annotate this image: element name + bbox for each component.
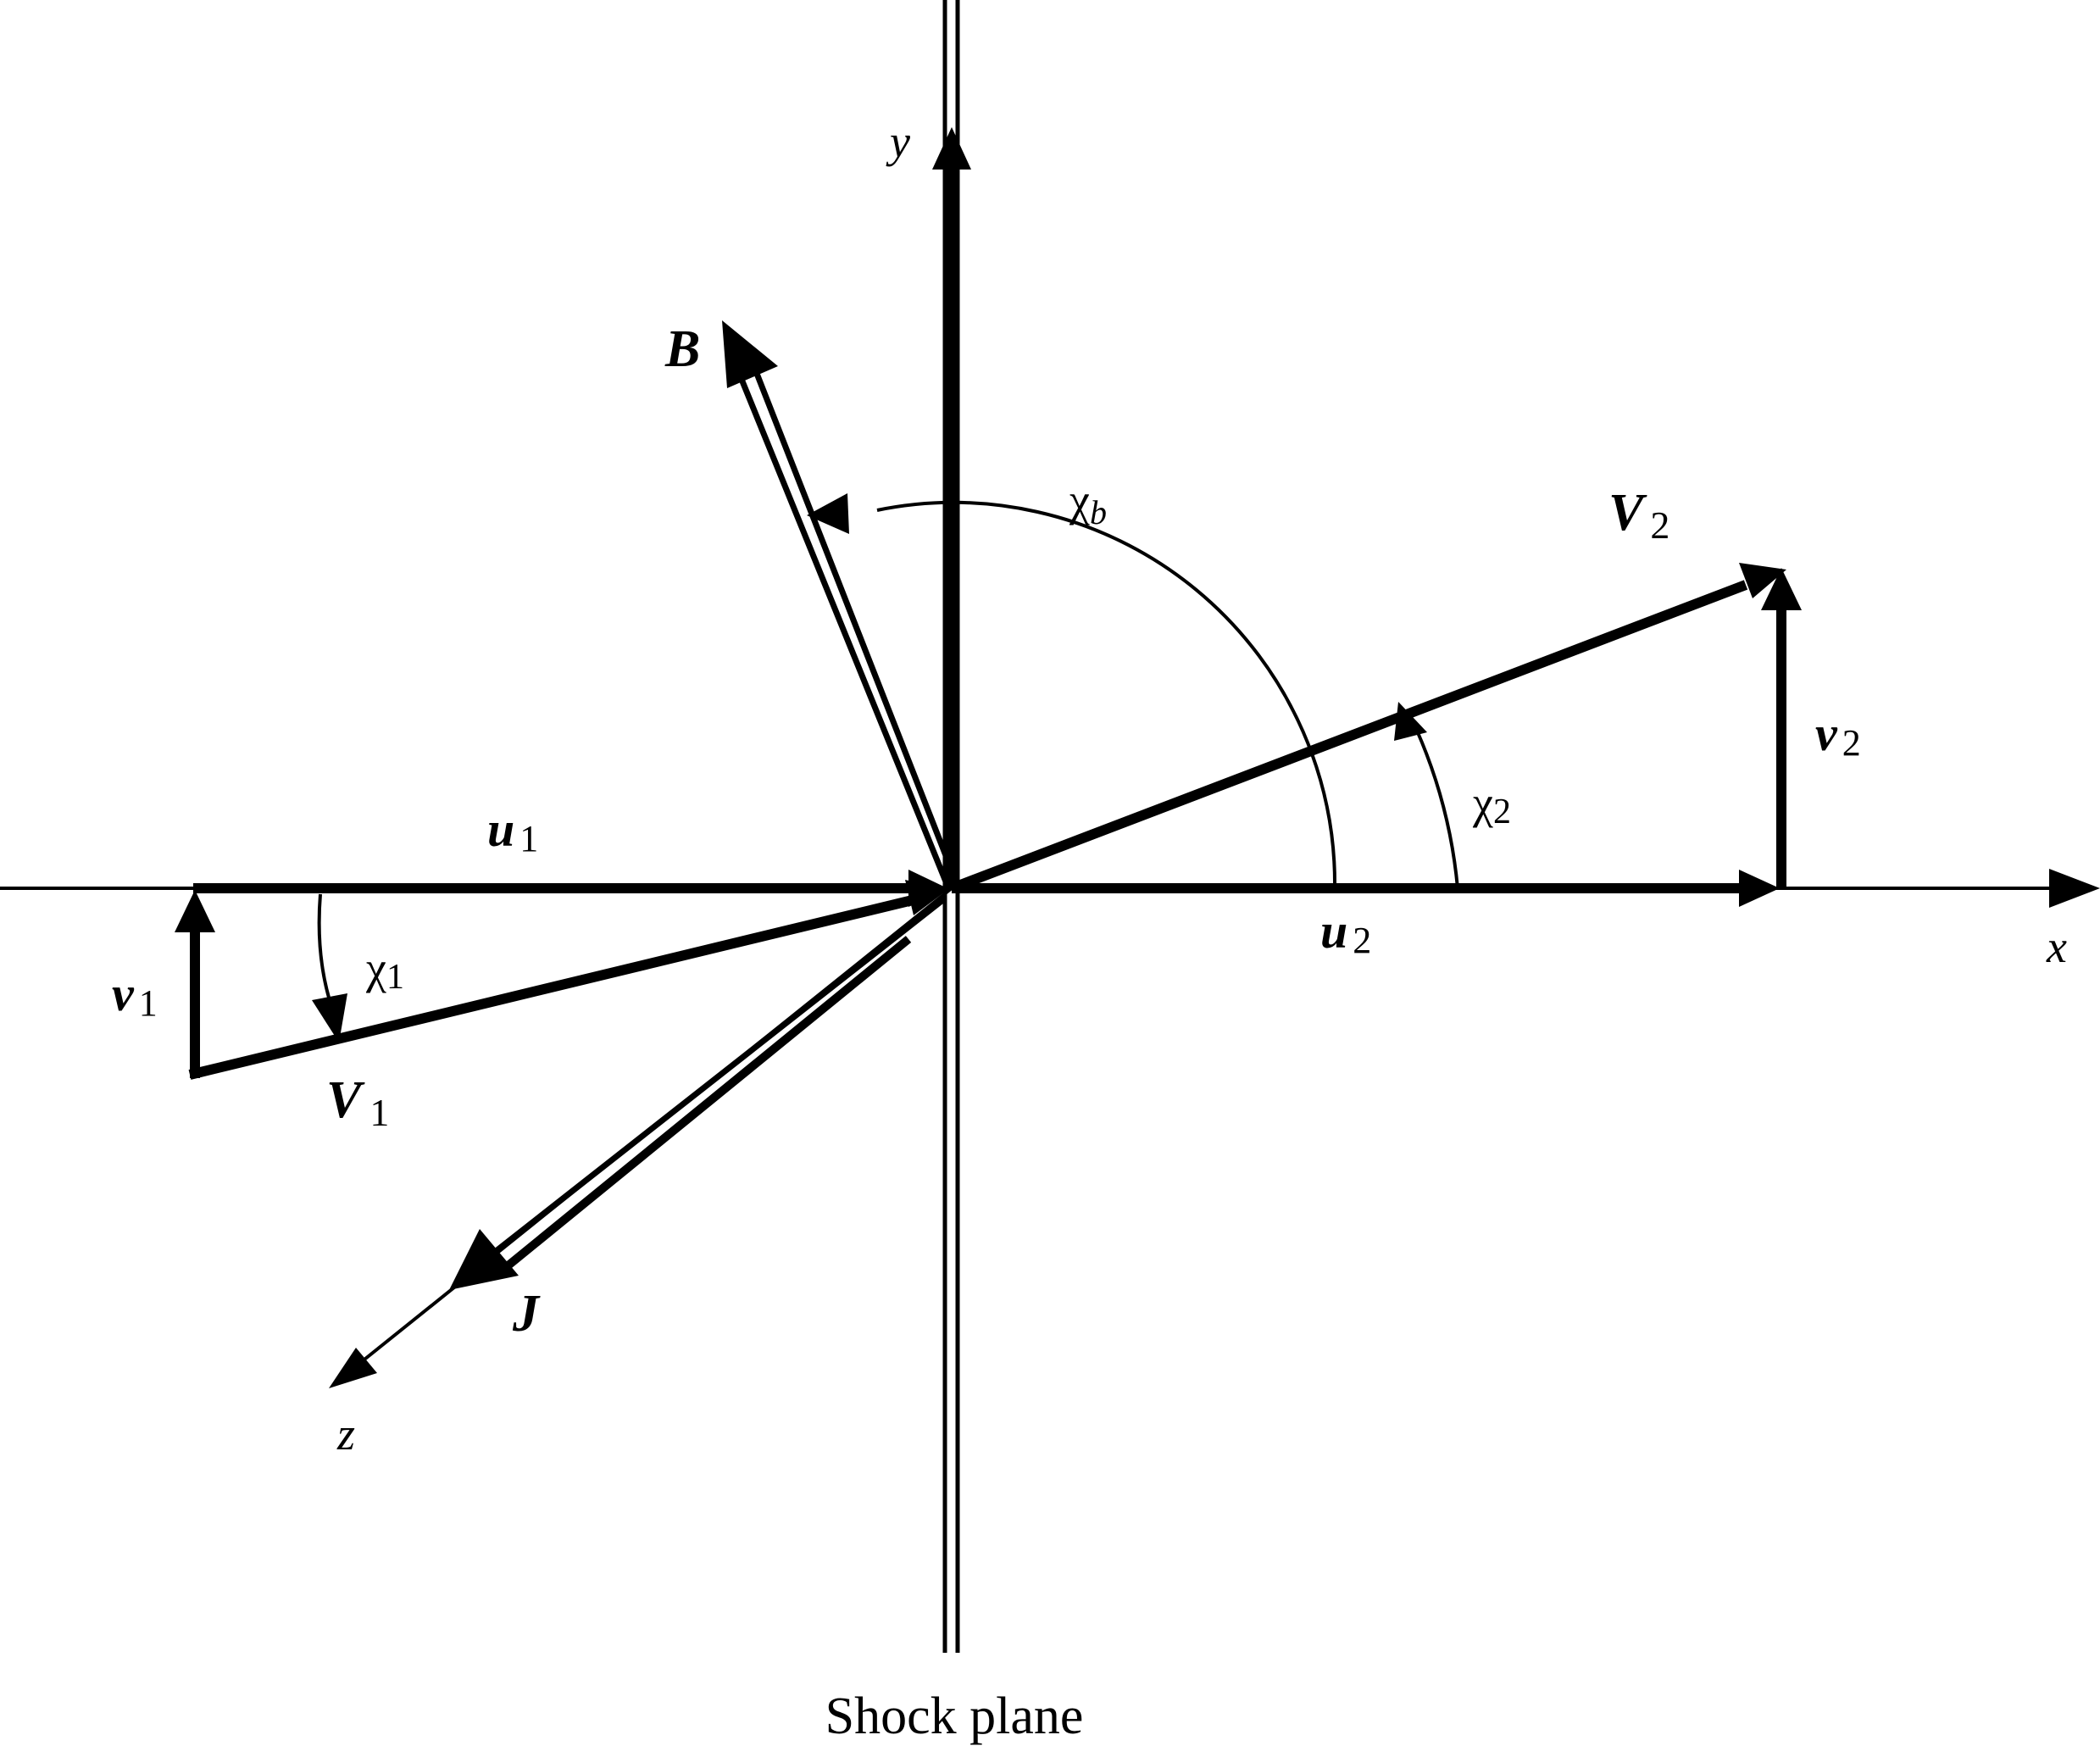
V2-subscript: 2 xyxy=(1650,503,1669,547)
z-axis-label: z xyxy=(336,1409,355,1460)
y-axis-label: y xyxy=(886,116,910,167)
chi-2-label: χ2 xyxy=(1472,777,1511,831)
u2-vector-arrowhead xyxy=(1739,870,1780,907)
u2-letter: u xyxy=(1320,904,1347,959)
j-label: J xyxy=(512,1285,541,1343)
b-vector-line-a xyxy=(736,371,951,887)
chi-1-arc xyxy=(317,893,334,1009)
x-axis-arrowhead xyxy=(2049,869,2100,908)
chi-1-arrowhead xyxy=(312,993,347,1043)
v1-vector-line xyxy=(188,893,921,1080)
b-label: B xyxy=(664,320,700,378)
j-vector-arrowhead xyxy=(449,1229,519,1290)
b-vector-arrowhead xyxy=(722,320,778,388)
y-axis-arrowhead xyxy=(932,127,971,170)
x-axis-label: x xyxy=(2046,921,2067,972)
v1-letter: v xyxy=(112,966,135,1021)
v2-letter: v xyxy=(1815,706,1838,761)
j-vector-line-b xyxy=(492,936,912,1279)
v2-subscript: 2 xyxy=(1842,722,1861,764)
chi-1-symbol: χ xyxy=(365,943,386,993)
v2-component-arrowhead xyxy=(1761,568,1802,610)
v1-component-arrowhead xyxy=(175,890,215,932)
u1-subscript: 1 xyxy=(519,818,538,859)
u2-subscript: 2 xyxy=(1353,920,1371,961)
v1-vector-arrowhead xyxy=(905,880,947,915)
chi-2-symbol: χ xyxy=(1472,777,1493,828)
b-vector-line-b xyxy=(751,365,959,883)
chi-1-label: χ1 xyxy=(365,943,404,997)
v2-vector-arrowhead xyxy=(1739,563,1786,598)
v2-vector-line xyxy=(949,580,1748,893)
chi-b-arc xyxy=(876,500,1337,889)
shock-plane-label: Shock plane xyxy=(825,1688,1084,1745)
chi-2-arc xyxy=(1415,730,1459,889)
chi-b-symbol: χ xyxy=(1069,475,1090,525)
chi-2-subscript: 2 xyxy=(1493,792,1511,831)
u1-letter: u xyxy=(487,802,514,857)
chi-1-subscript: 1 xyxy=(386,958,404,997)
V2-letter: V xyxy=(1608,484,1647,542)
z-axis-arrowhead xyxy=(329,1348,377,1388)
chi-b-label: χb xyxy=(1069,475,1107,531)
chi-b-subscript: b xyxy=(1090,493,1107,531)
V1-letter: V xyxy=(326,1071,365,1129)
j-vector-line-a xyxy=(481,896,947,1264)
chi-2-arrowhead xyxy=(1394,702,1427,741)
v1-subscript: 1 xyxy=(139,982,158,1024)
V1-subscript: 1 xyxy=(369,1091,389,1134)
chi-b-arrowhead xyxy=(807,493,849,534)
